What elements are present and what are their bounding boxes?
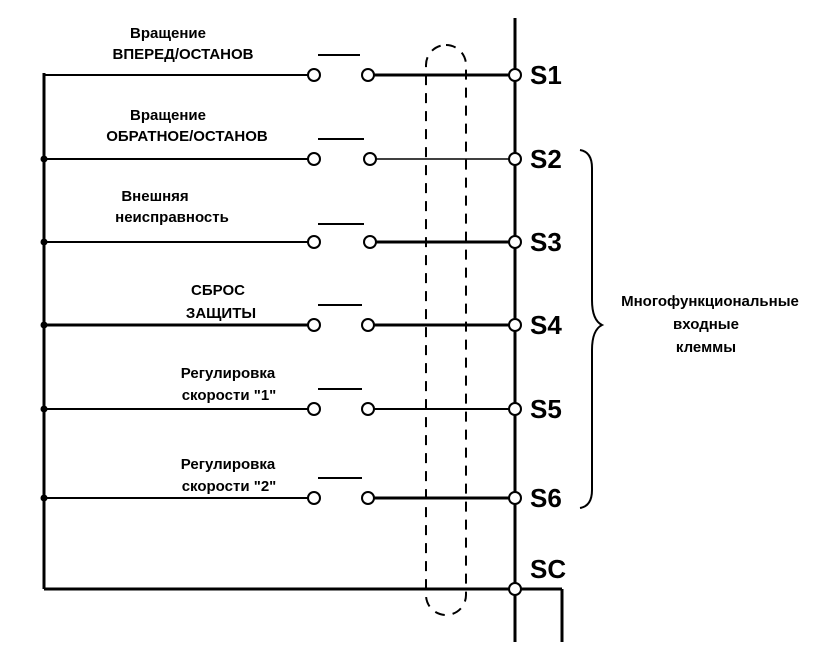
terminal-label: S1 — [530, 60, 562, 90]
terminal-label: S5 — [530, 394, 562, 424]
row-label-line-1: Вращение — [130, 107, 206, 124]
row-label-line-1: Регулировка — [181, 456, 276, 473]
terminal-node — [508, 152, 522, 166]
row-label-line-1: Вращение — [130, 25, 206, 42]
switch-row-s5: Регулировка скорости "1" S5 — [40, 365, 562, 424]
switch-row-s3: Внешняя неисправность S3 — [40, 188, 562, 257]
group-brace — [579, 149, 605, 509]
row-label-line-2: неисправность — [115, 209, 229, 226]
junction-dot — [40, 494, 48, 502]
switch-contact-left — [307, 235, 321, 249]
group-label-line-2: входные — [673, 316, 739, 333]
switch-row-s1: Вращение ВПЕРЕД/ОСТАНОВ S1 — [44, 25, 562, 90]
row-label-line-2: ВПЕРЕД/ОСТАНОВ — [113, 46, 254, 63]
switch-contact-right — [361, 402, 375, 416]
switch-contact-left — [307, 491, 321, 505]
row-label-line-2: ОБРАТНОЕ/ОСТАНОВ — [106, 128, 268, 145]
row-label-line-2: скорости "2" — [182, 478, 277, 495]
switch-row-s2: Вращение ОБРАТНОЕ/ОСТАНОВ S2 — [40, 107, 562, 174]
terminal-label: S4 — [530, 310, 562, 340]
terminal-node — [508, 235, 522, 249]
terminal-node — [508, 582, 522, 596]
switch-row-s4: СБРОС ЗАЩИТЫ S4 — [40, 282, 562, 340]
switch-contact-right — [363, 235, 377, 249]
shield-outline — [425, 44, 467, 616]
switch-row-s6: Регулировка скорости "2" S6 — [40, 456, 562, 513]
group-label-line-1: Многофункциональные — [621, 293, 799, 310]
switch-contact-left — [307, 68, 321, 82]
row-label-line-2: скорости "1" — [182, 387, 277, 404]
terminal-label: S6 — [530, 483, 562, 513]
group-label-line-3: клеммы — [676, 339, 736, 356]
row-label-line-2: ЗАЩИТЫ — [186, 305, 256, 322]
terminal-label-sc: SC — [530, 554, 566, 584]
terminal-node — [508, 318, 522, 332]
row-label-line-1: Регулировка — [181, 365, 276, 382]
terminal-label: S2 — [530, 144, 562, 174]
terminal-node — [508, 491, 522, 505]
junction-dot — [40, 405, 48, 413]
switch-rows: Вращение ВПЕРЕД/ОСТАНОВ S1 Вращение ОБРА… — [40, 25, 562, 513]
common-row-sc: SC — [44, 554, 566, 642]
junction-dot — [40, 321, 48, 329]
switch-contact-left — [307, 152, 321, 166]
terminal-node — [508, 68, 522, 82]
switch-contact-right — [361, 491, 375, 505]
group-label: Многофункциональные входные клеммы — [621, 293, 799, 356]
switch-contact-right — [363, 152, 377, 166]
switch-contact-left — [307, 318, 321, 332]
terminal-label: S3 — [530, 227, 562, 257]
switch-contact-right — [361, 68, 375, 82]
switch-contact-right — [361, 318, 375, 332]
row-label-line-1: Внешняя — [121, 188, 188, 205]
switch-contact-left — [307, 402, 321, 416]
row-label-line-1: СБРОС — [191, 282, 245, 299]
junction-dot — [40, 155, 48, 163]
terminal-node — [508, 402, 522, 416]
junction-dot — [40, 238, 48, 246]
